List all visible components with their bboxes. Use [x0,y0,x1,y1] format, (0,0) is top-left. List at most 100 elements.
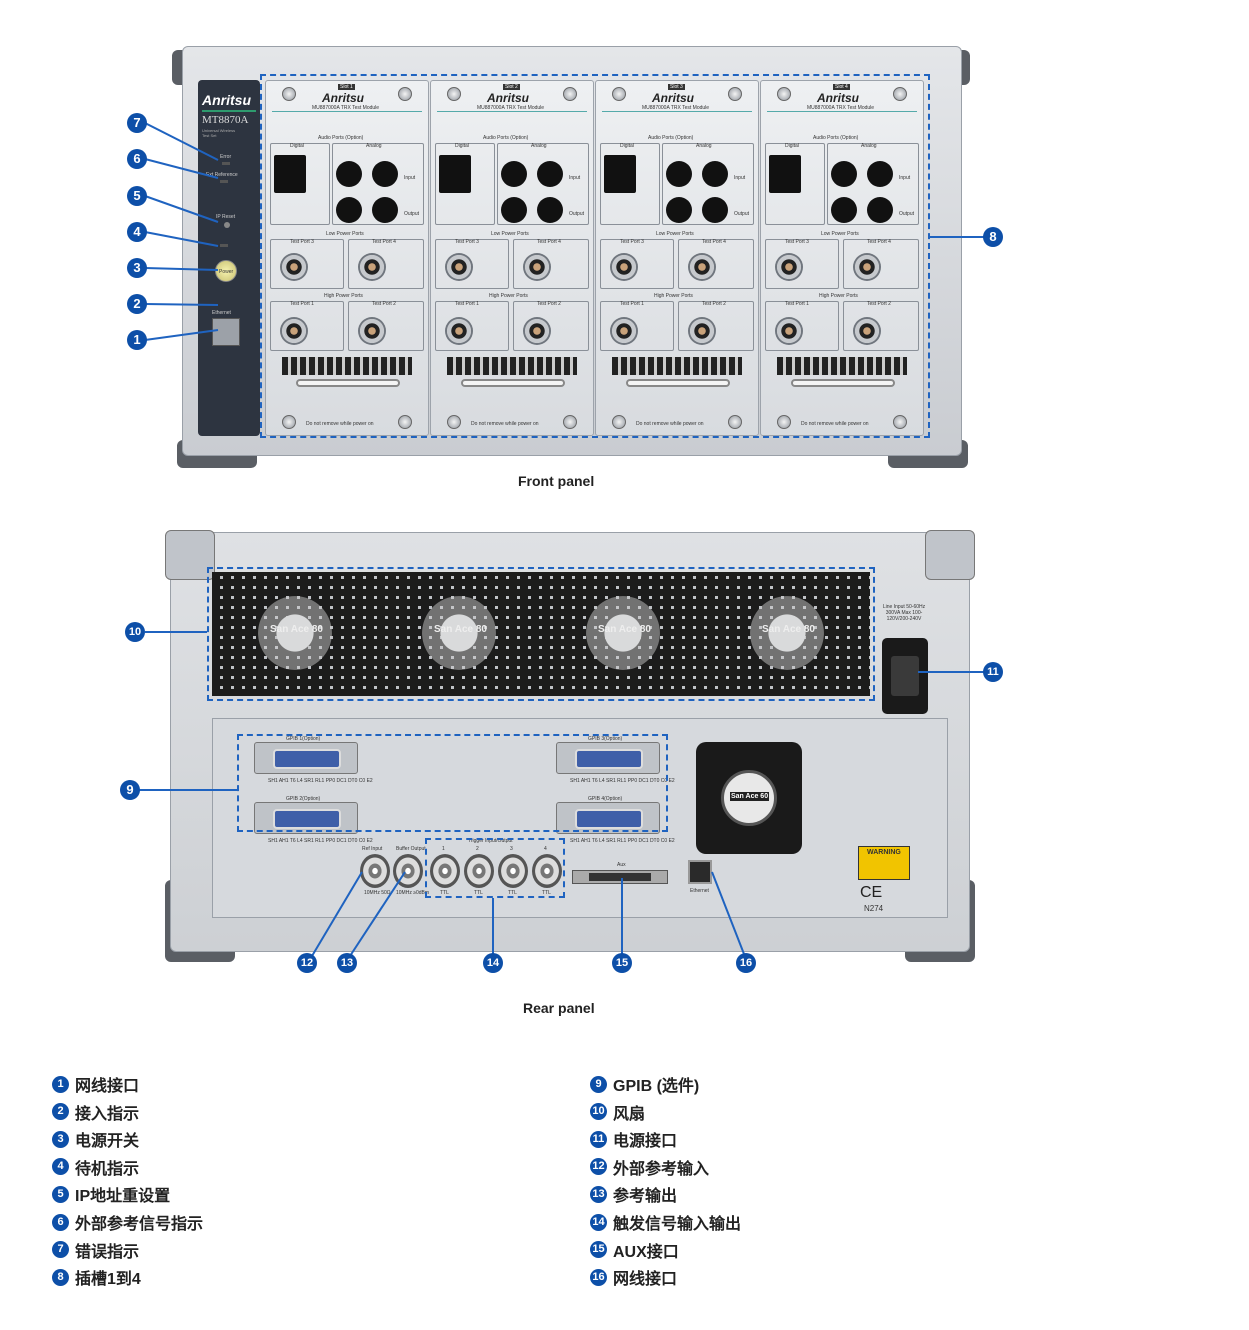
analog-input-r[interactable] [702,161,728,187]
digital-port[interactable] [769,155,801,193]
digital-port[interactable] [274,155,306,193]
test-port-2-connector[interactable] [688,317,716,345]
gpib-4-label: GPIB 4(Option) [588,796,623,802]
slot-screw-left[interactable] [777,87,791,101]
analog-output-l[interactable] [831,197,857,223]
ref-input-connector[interactable] [360,854,390,888]
test-port-1-connector[interactable] [610,317,638,345]
slot-brand-logo: Anritsu [817,91,859,105]
analog-output-r[interactable] [537,197,563,223]
slot-status-row [602,111,752,112]
slot-screw-left[interactable] [612,87,626,101]
slot-screw-right[interactable] [563,87,577,101]
analog-output-r[interactable] [372,197,398,223]
slot-screw-left[interactable] [282,87,296,101]
slot-screw-right[interactable] [398,87,412,101]
power-button[interactable]: Power [215,260,237,282]
legend-text: 风扇 [613,1105,646,1123]
gpib-highlight [237,734,668,832]
callout-6: 6 [127,149,147,169]
test-port-4-connector[interactable] [358,253,386,281]
slot-bottom-screw-left[interactable] [447,415,461,429]
test-port-3-connector[interactable] [610,253,638,281]
analog-input-l[interactable] [666,161,692,187]
trigger-port-1[interactable] [430,854,460,888]
ttl-label-1: TTL [440,890,449,896]
ethernet-label: Ethernet [212,310,231,316]
test-port-2-connector[interactable] [523,317,551,345]
slot-bottom-screw-right[interactable] [893,415,907,429]
analog-output-l[interactable] [336,197,362,223]
slot-screw-left[interactable] [447,87,461,101]
test-port-3-box [270,239,344,289]
test-port-2-connector[interactable] [358,317,386,345]
test-port-3-connector[interactable] [775,253,803,281]
test-port-4-connector[interactable] [523,253,551,281]
callout-line-16 [711,871,745,955]
trigger-port-4[interactable] [532,854,562,888]
analog-input-l[interactable] [501,161,527,187]
rear-bumper-left [165,530,215,580]
slot-handle[interactable] [626,379,730,387]
callout-13: 13 [337,953,357,973]
test-port-4-connector[interactable] [853,253,881,281]
analog-input-r[interactable] [867,161,893,187]
legend-text: IP地址重设置 [75,1188,171,1206]
analog-output-l[interactable] [666,197,692,223]
slot-screw-right[interactable] [728,87,742,101]
slot-handle[interactable] [296,379,400,387]
legend-text: 插槽1到4 [75,1271,141,1289]
slot-bottom-screw-left[interactable] [282,415,296,429]
legend-number-badge: 3 [52,1130,69,1148]
analog-input-r[interactable] [372,161,398,187]
test-port-1-connector[interactable] [280,317,308,345]
gpib-4-port[interactable] [556,802,660,834]
slot-screw-right[interactable] [893,87,907,101]
test-port-4-box [678,239,754,289]
gpib-3-port[interactable] [556,742,660,774]
digital-port[interactable] [439,155,471,193]
test-port-3-connector[interactable] [445,253,473,281]
slot-bottom-screw-left[interactable] [777,415,791,429]
trigger-port-3[interactable] [498,854,528,888]
trigger-port-2[interactable] [464,854,494,888]
module-slot-3: Slot 3 Anritsu MU887000A TRX Test Module… [595,80,759,436]
ip-reset-button[interactable] [224,222,230,228]
slot-bottom-screw-right[interactable] [398,415,412,429]
analog-output-l[interactable] [501,197,527,223]
gpib-1-port[interactable] [254,742,358,774]
legend-text: GPIB (选件) [613,1078,700,1095]
gpib-2-port[interactable] [254,802,358,834]
test-port-2-connector[interactable] [853,317,881,345]
slot-handle[interactable] [791,379,895,387]
analog-input-l[interactable] [336,161,362,187]
slot-bottom-screw-right[interactable] [563,415,577,429]
test-port-1-connector[interactable] [775,317,803,345]
test-port-4-box [513,239,589,289]
slot-bottom-screw-left[interactable] [612,415,626,429]
ethernet-port[interactable] [212,318,240,346]
slot-handle[interactable] [461,379,565,387]
aux-port[interactable] [572,870,668,884]
analog-output-r[interactable] [867,197,893,223]
ethernet-rear-port[interactable] [688,860,712,884]
module-slot-1: Slot 1 Anritsu MU887000A TRX Test Module… [265,80,429,436]
test-port-4-connector[interactable] [688,253,716,281]
slot-bottom-screw-right[interactable] [728,415,742,429]
trigger-highlight [425,838,565,898]
analog-output-r[interactable] [702,197,728,223]
power-inlet[interactable] [882,638,928,714]
analog-input-r[interactable] [537,161,563,187]
test-port-1-connector[interactable] [445,317,473,345]
slot-number: Slot 1 [338,84,355,90]
test-port-2-label: Test Port 2 [537,301,561,307]
digital-port[interactable] [604,155,636,193]
fan-4 [750,596,824,670]
test-port-3-connector[interactable] [280,253,308,281]
analog-input-l[interactable] [831,161,857,187]
